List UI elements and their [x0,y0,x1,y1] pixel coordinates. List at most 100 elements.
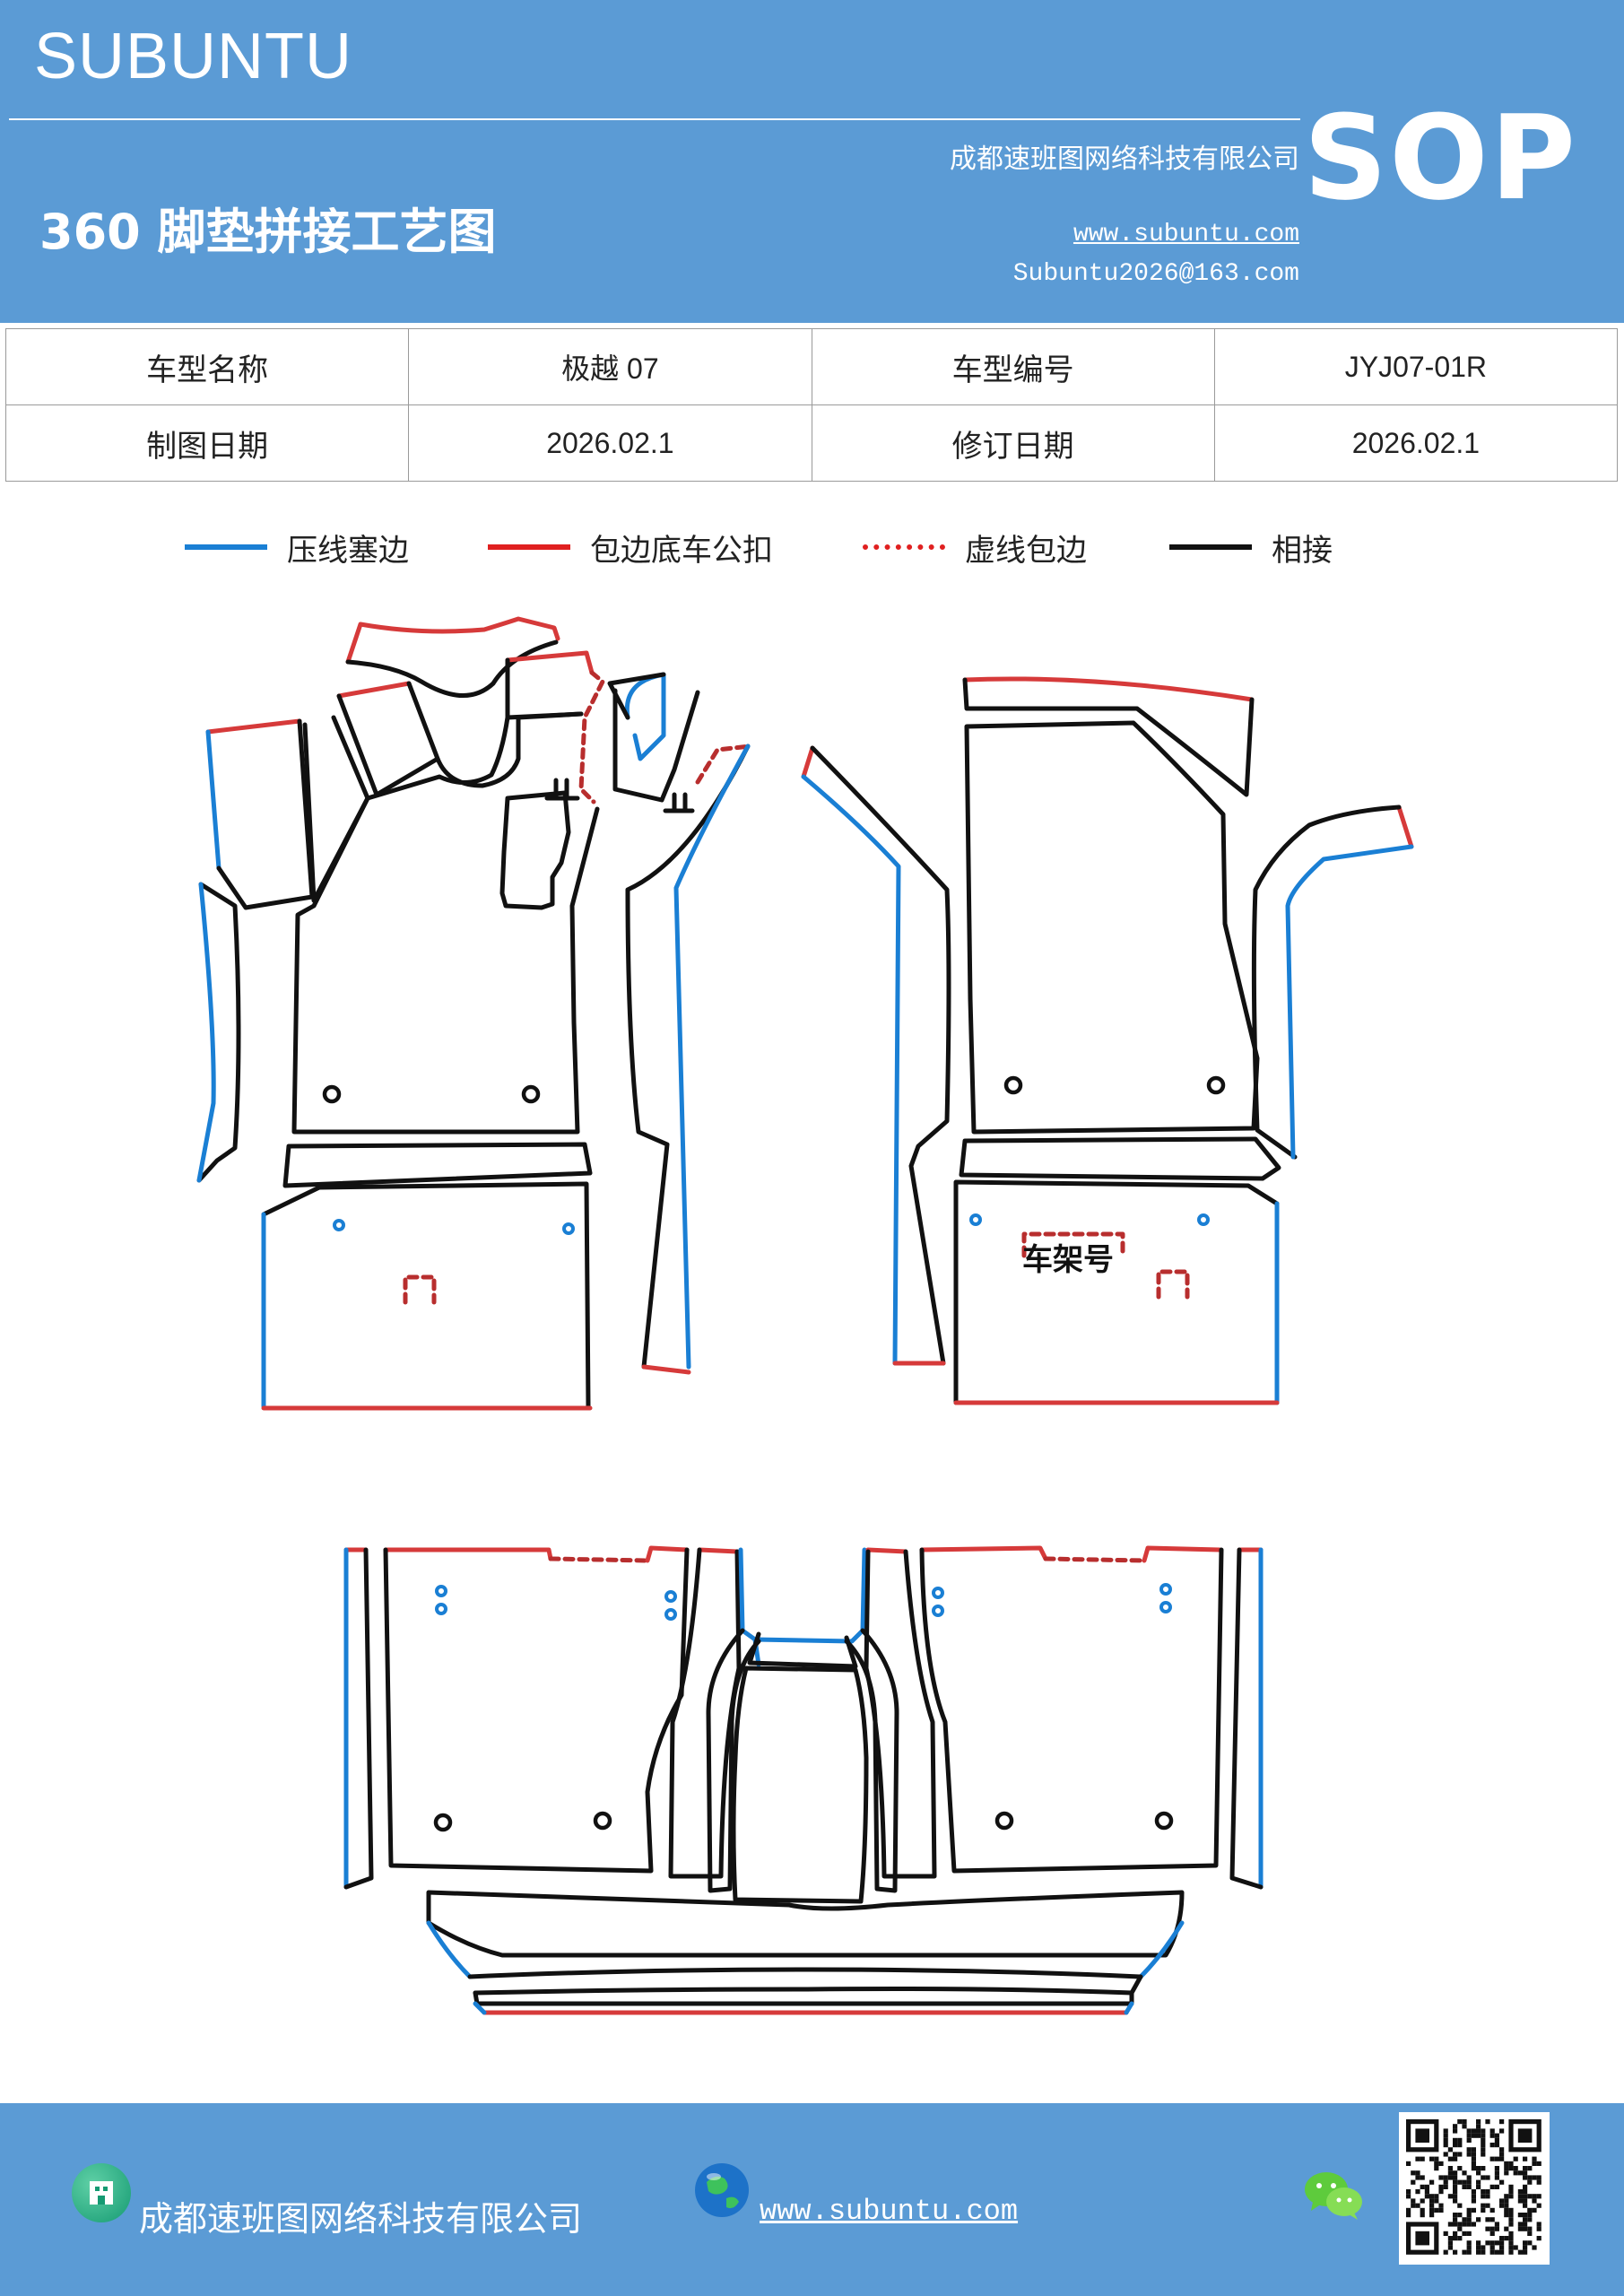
mat-piece-dashed-edge [548,1556,650,1563]
legend-swatch-black [1169,544,1252,550]
mount-hole [521,1084,541,1104]
mount-hole [1206,1075,1226,1095]
building-icon [72,2163,131,2222]
legend-label: 虚线包边 [965,532,1087,569]
mat-piece-edge [697,1547,740,1554]
value-drawing-date: 2026.02.1 [408,404,812,482]
mat-piece-edge [345,616,560,665]
mount-hole [433,1813,453,1832]
mat-piece-outline [473,1990,1134,2006]
mat-piece-edge [919,1545,1048,1561]
legend-swatch-red [488,544,570,550]
header-banner: SUBUNTU 成都速班图网络科技有限公司 360 脚垫拼接工艺图 www.su… [0,0,1624,323]
website-link[interactable]: www.subuntu.com [1073,221,1299,248]
mat-piece-outline [383,1547,690,1874]
page-title: 360 脚垫拼接工艺图 [39,204,497,260]
table-row: 制图日期 2026.02.1 修订日期 2026.02.1 [4,404,1619,482]
legend-label: 包边底车公扣 [590,532,773,569]
mat-piece-edge [336,681,412,699]
joint-marker [663,792,695,813]
mat-piece-tuck-edge [624,672,666,761]
footer-company-name: 成都速班图网络科技有限公司 [139,2199,583,2239]
mat-piece-edge [962,676,1255,702]
mat-piece-outline [607,672,700,803]
brand-name: SUBUNTU [34,21,353,92]
table-row: 车型名称 极越 07 车型编号 JYJ07-01R [4,328,1619,405]
label-revision-date: 修订日期 [811,404,1215,482]
mat-piece-tuck-edge [426,1920,473,1979]
company-name: 成都速班图网络科技有限公司 [950,144,1299,175]
mat-piece-tuck-edge [1124,2001,1134,2015]
mount-hole [322,1084,342,1104]
mat-piece-outline [291,711,600,1135]
label-model-name: 车型名称 [4,328,410,405]
footer-website-link[interactable]: www.subuntu.com [760,2195,1019,2228]
mat-piece-dashed-edge [695,744,752,785]
clip-hole [1159,1583,1172,1596]
mat-piece-tuck-edge [752,1547,867,1644]
contact-email: Subuntu2026@163.com [1012,260,1299,288]
mat-clip-marker [403,1274,437,1305]
mat-piece-edge [1142,1545,1222,1563]
clip-hole [664,1590,677,1603]
mount-hole [994,1811,1014,1831]
mat-piece-outline [706,1628,858,1893]
mount-hole [593,1811,612,1831]
mat-piece-outline [505,657,584,720]
rear-mat-group [343,1545,1264,2015]
legend-item: 虚线包边 [863,520,1087,574]
legend-item: 相接 [1169,520,1333,574]
clip-hole [932,1587,944,1599]
mat-piece-outline [864,1549,937,1879]
line-legend: 压线塞边 包边底车公扣 虚线包边 相接 [0,520,1624,574]
mat-piece-outline [731,1665,869,1904]
sop-badge: SOP [1303,90,1577,226]
mat-piece-edge [641,1364,691,1375]
mat-piece-tuck-edge [738,1547,761,1667]
mat-piece-tuck-edge [473,2001,487,2015]
mat-piece-outline [964,720,1260,1135]
clip-hole [435,1603,447,1615]
mat-piece-outline [625,744,751,1370]
header-divider [9,118,1300,120]
mat-piece-outline [1229,1547,1264,1890]
mat-piece-outline [467,1967,1143,1996]
qr-code [1399,2112,1550,2265]
clip-hole [969,1213,982,1226]
mat-piece-edge [1396,804,1414,849]
mount-hole [1154,1811,1174,1831]
mat-piece-outline [426,1890,1185,1958]
mat-piece-edge [383,1547,553,1561]
mat-piece-outline [282,1142,593,1188]
clip-hole [932,1605,944,1617]
mat-piece-tuck-edge [205,729,221,871]
mat-piece-outline [959,1136,1281,1181]
mat-piece-edge [505,650,595,675]
mat-piece-outline [1251,804,1402,1160]
wechat-icon[interactable] [1302,2168,1365,2222]
mat-piece-outline [919,1547,1224,1874]
mat-piece-outline [196,882,241,1183]
vin-label: 车架号 [1022,1242,1114,1278]
value-model-code: JYJ07-01R [1213,328,1619,405]
mat-piece-edge [205,718,302,735]
mat-piece-outline [962,677,1255,797]
driver-mat-group [196,616,752,1411]
mat-piece-outline [343,1547,374,1890]
mat-piece-outline [336,681,440,797]
mount-hole [1003,1075,1023,1095]
mat-piece-edge [801,745,815,779]
legend-label: 压线塞边 [287,532,409,569]
clip-hole [1159,1601,1172,1613]
mat-piece-outline [844,1628,899,1893]
mat-cutout [499,790,571,910]
mat-piece-outline [302,715,370,903]
clip-hole [435,1585,447,1597]
mat-piece-edge [865,1547,908,1554]
mat-piece-dashed-edge [578,670,605,804]
mat-piece-outline [810,745,951,1366]
mat-clip-marker [1156,1269,1190,1300]
legend-swatch-red-dotted [863,544,945,550]
mat-piece-tuck-edge [801,774,901,1366]
mat-piece-outline [953,1179,1280,1405]
